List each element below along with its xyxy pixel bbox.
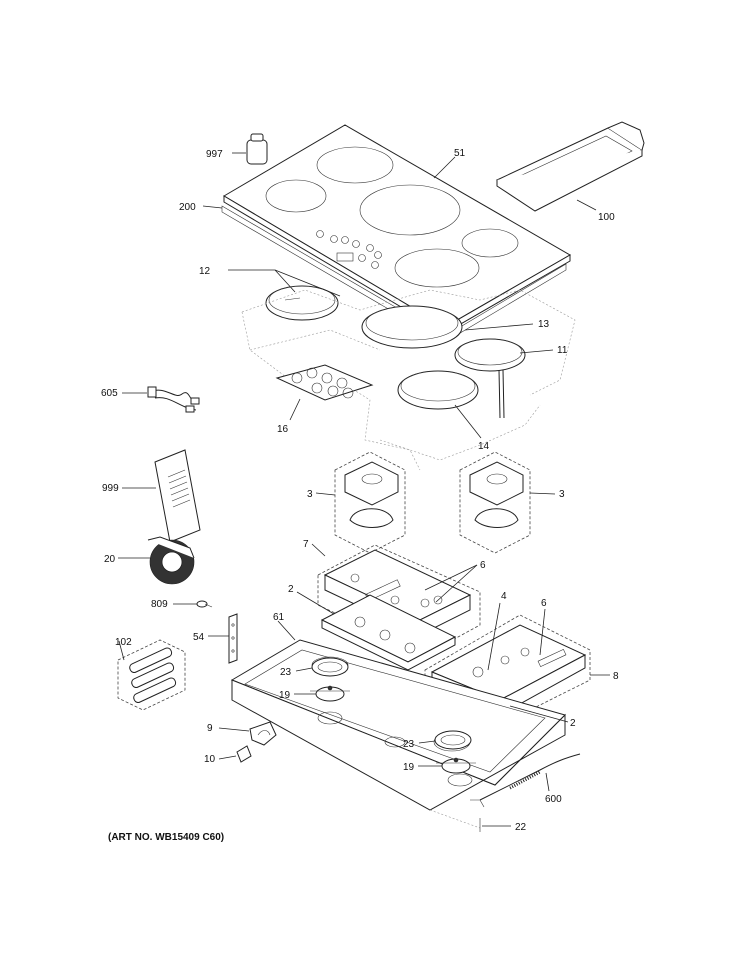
part-16-control-board[interactable] [275, 364, 374, 401]
callout-19-upper: 19 [279, 690, 291, 701]
callout-54: 54 [193, 632, 205, 643]
part-9-latch[interactable] [249, 721, 277, 746]
part-54-bracket[interactable] [228, 613, 238, 664]
part-10-clip[interactable] [236, 745, 252, 763]
callout-4: 4 [501, 591, 507, 602]
callout-13: 13 [538, 319, 550, 330]
callout-14: 14 [478, 441, 490, 452]
callout-6-right: 6 [541, 598, 547, 609]
callout-2-right: 2 [570, 718, 576, 729]
callout-11: 11 [557, 345, 568, 356]
part-20-tape-roll[interactable] [147, 536, 195, 585]
callout-100: 100 [598, 212, 615, 223]
part-999-manual[interactable] [154, 449, 201, 543]
part-3-right-fan-assembly[interactable] [459, 451, 531, 554]
callout-20: 20 [104, 554, 116, 565]
callout-23-upper: 23 [280, 667, 292, 678]
part-23-upper-ring[interactable] [311, 657, 349, 677]
callout-61: 61 [273, 612, 285, 623]
callout-997: 997 [206, 149, 223, 160]
part-102-cable-kit[interactable] [117, 639, 186, 711]
callout-19-lower: 19 [403, 762, 415, 773]
callout-23-lower: 23 [403, 739, 415, 750]
callout-600: 600 [545, 794, 562, 805]
callout-16: 16 [277, 424, 289, 435]
callout-102: 102 [115, 637, 132, 648]
part-2-left-inverter-board[interactable] [320, 594, 457, 671]
part-809-screw[interactable] [196, 600, 213, 608]
part-23-lower-ring[interactable] [434, 730, 472, 750]
part-3-left-fan-assembly[interactable] [334, 451, 406, 554]
callout-3-left: 3 [307, 489, 313, 500]
callout-6-left: 6 [480, 560, 486, 571]
part-12-center-element[interactable] [361, 305, 463, 349]
callout-809: 809 [151, 599, 168, 610]
callout-2-left: 2 [288, 584, 294, 595]
callout-9: 9 [207, 723, 213, 734]
part-51-glass-cooktop[interactable] [223, 124, 572, 334]
part-61-chassis-pan[interactable] [230, 639, 566, 811]
callout-200: 200 [179, 202, 196, 213]
part-22-front-trim[interactable] [429, 809, 481, 832]
callout-22: 22 [515, 822, 527, 833]
part-600-power-cord[interactable] [470, 753, 581, 808]
part-11-right-element[interactable] [454, 338, 526, 419]
callout-8: 8 [613, 671, 619, 682]
part-997-bottle[interactable] [246, 133, 268, 165]
callout-12: 12 [199, 266, 211, 277]
callout-605: 605 [101, 388, 118, 399]
callout-3-right: 3 [559, 489, 565, 500]
callout-10: 10 [204, 754, 216, 765]
callout-51: 51 [454, 148, 466, 159]
part-19-upper-fan[interactable] [310, 685, 350, 702]
callout-999: 999 [102, 483, 119, 494]
callout-7: 7 [303, 539, 309, 550]
part-14-large-element[interactable] [397, 370, 479, 410]
art-number-caption: (ART NO. WB15409 C60) [108, 832, 224, 843]
part-605-wire-harness[interactable] [147, 386, 200, 413]
part-12-left-element[interactable] [265, 285, 339, 321]
part-100-griddle[interactable] [495, 121, 645, 212]
